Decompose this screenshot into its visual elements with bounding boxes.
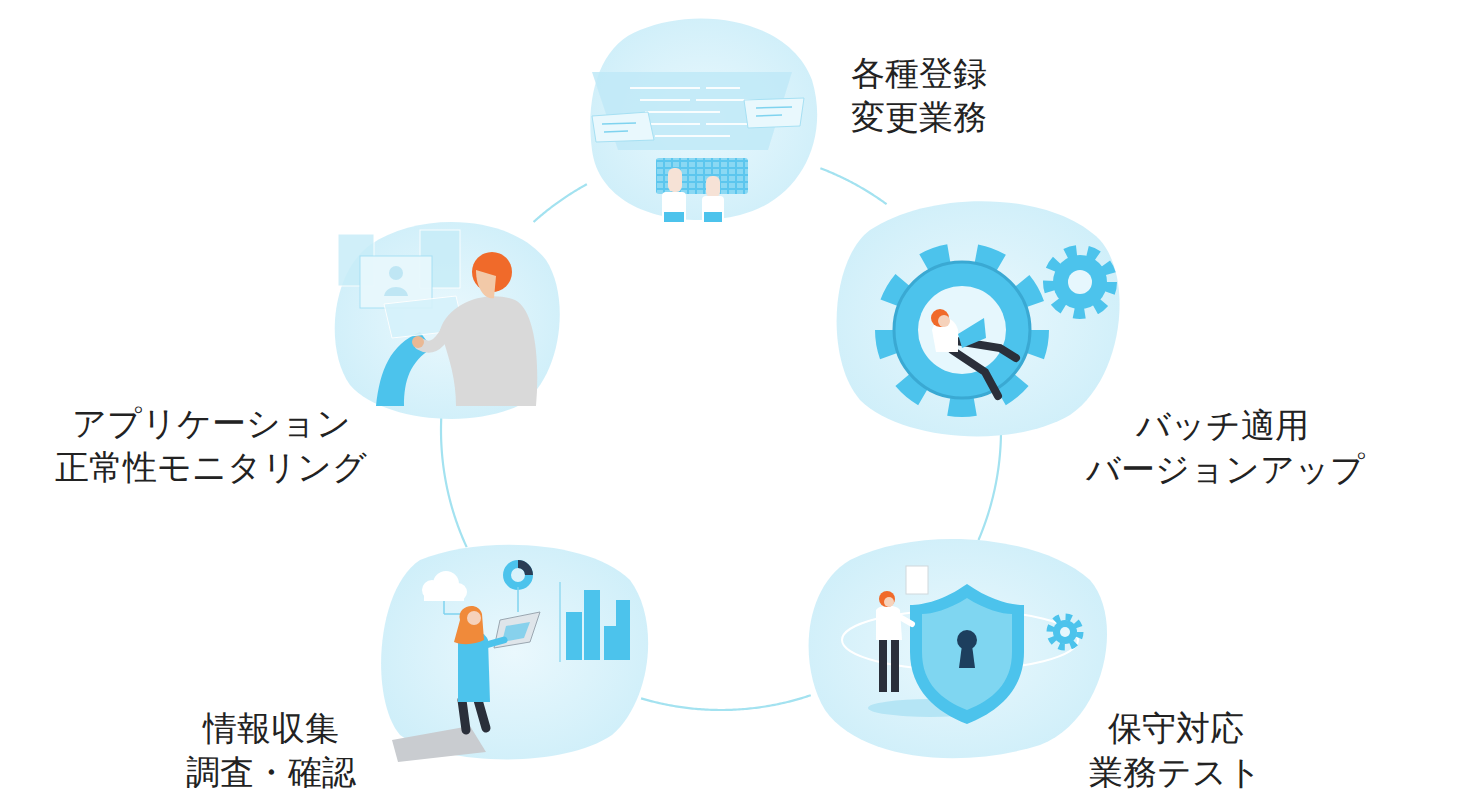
node-label: アプリケーション 正常性モニタリング [48,401,374,489]
node-label: 情報収集 調査・確認 [176,706,366,794]
entry-illustration [590,18,817,224]
illustration-node: 各種登録 変更業務 [588,15,820,228]
illustration-node: 情報収集 調査・確認 [378,548,640,748]
illustration-node: アプリケーション 正常性モニタリング [332,222,560,410]
node-label: 各種登録 変更業務 [841,51,997,139]
ring-connector [441,410,467,547]
illustration-node: 保守対応 業務テスト [812,540,1105,750]
monitoring-illustration [335,222,560,419]
gear-illustration [837,201,1120,436]
ring-connector [820,168,886,204]
ring-connector [641,695,811,710]
ring-connector [534,184,587,222]
illustration-node: バッチ適用 バージョンアップ [850,205,1120,430]
shield-illustration [809,539,1107,758]
ring-connector [978,430,1001,540]
research-illustration [381,545,648,762]
node-label: 保守対応 業務テスト [1081,706,1271,794]
node-label: バッチ適用 バージョンアップ [1086,403,1358,491]
